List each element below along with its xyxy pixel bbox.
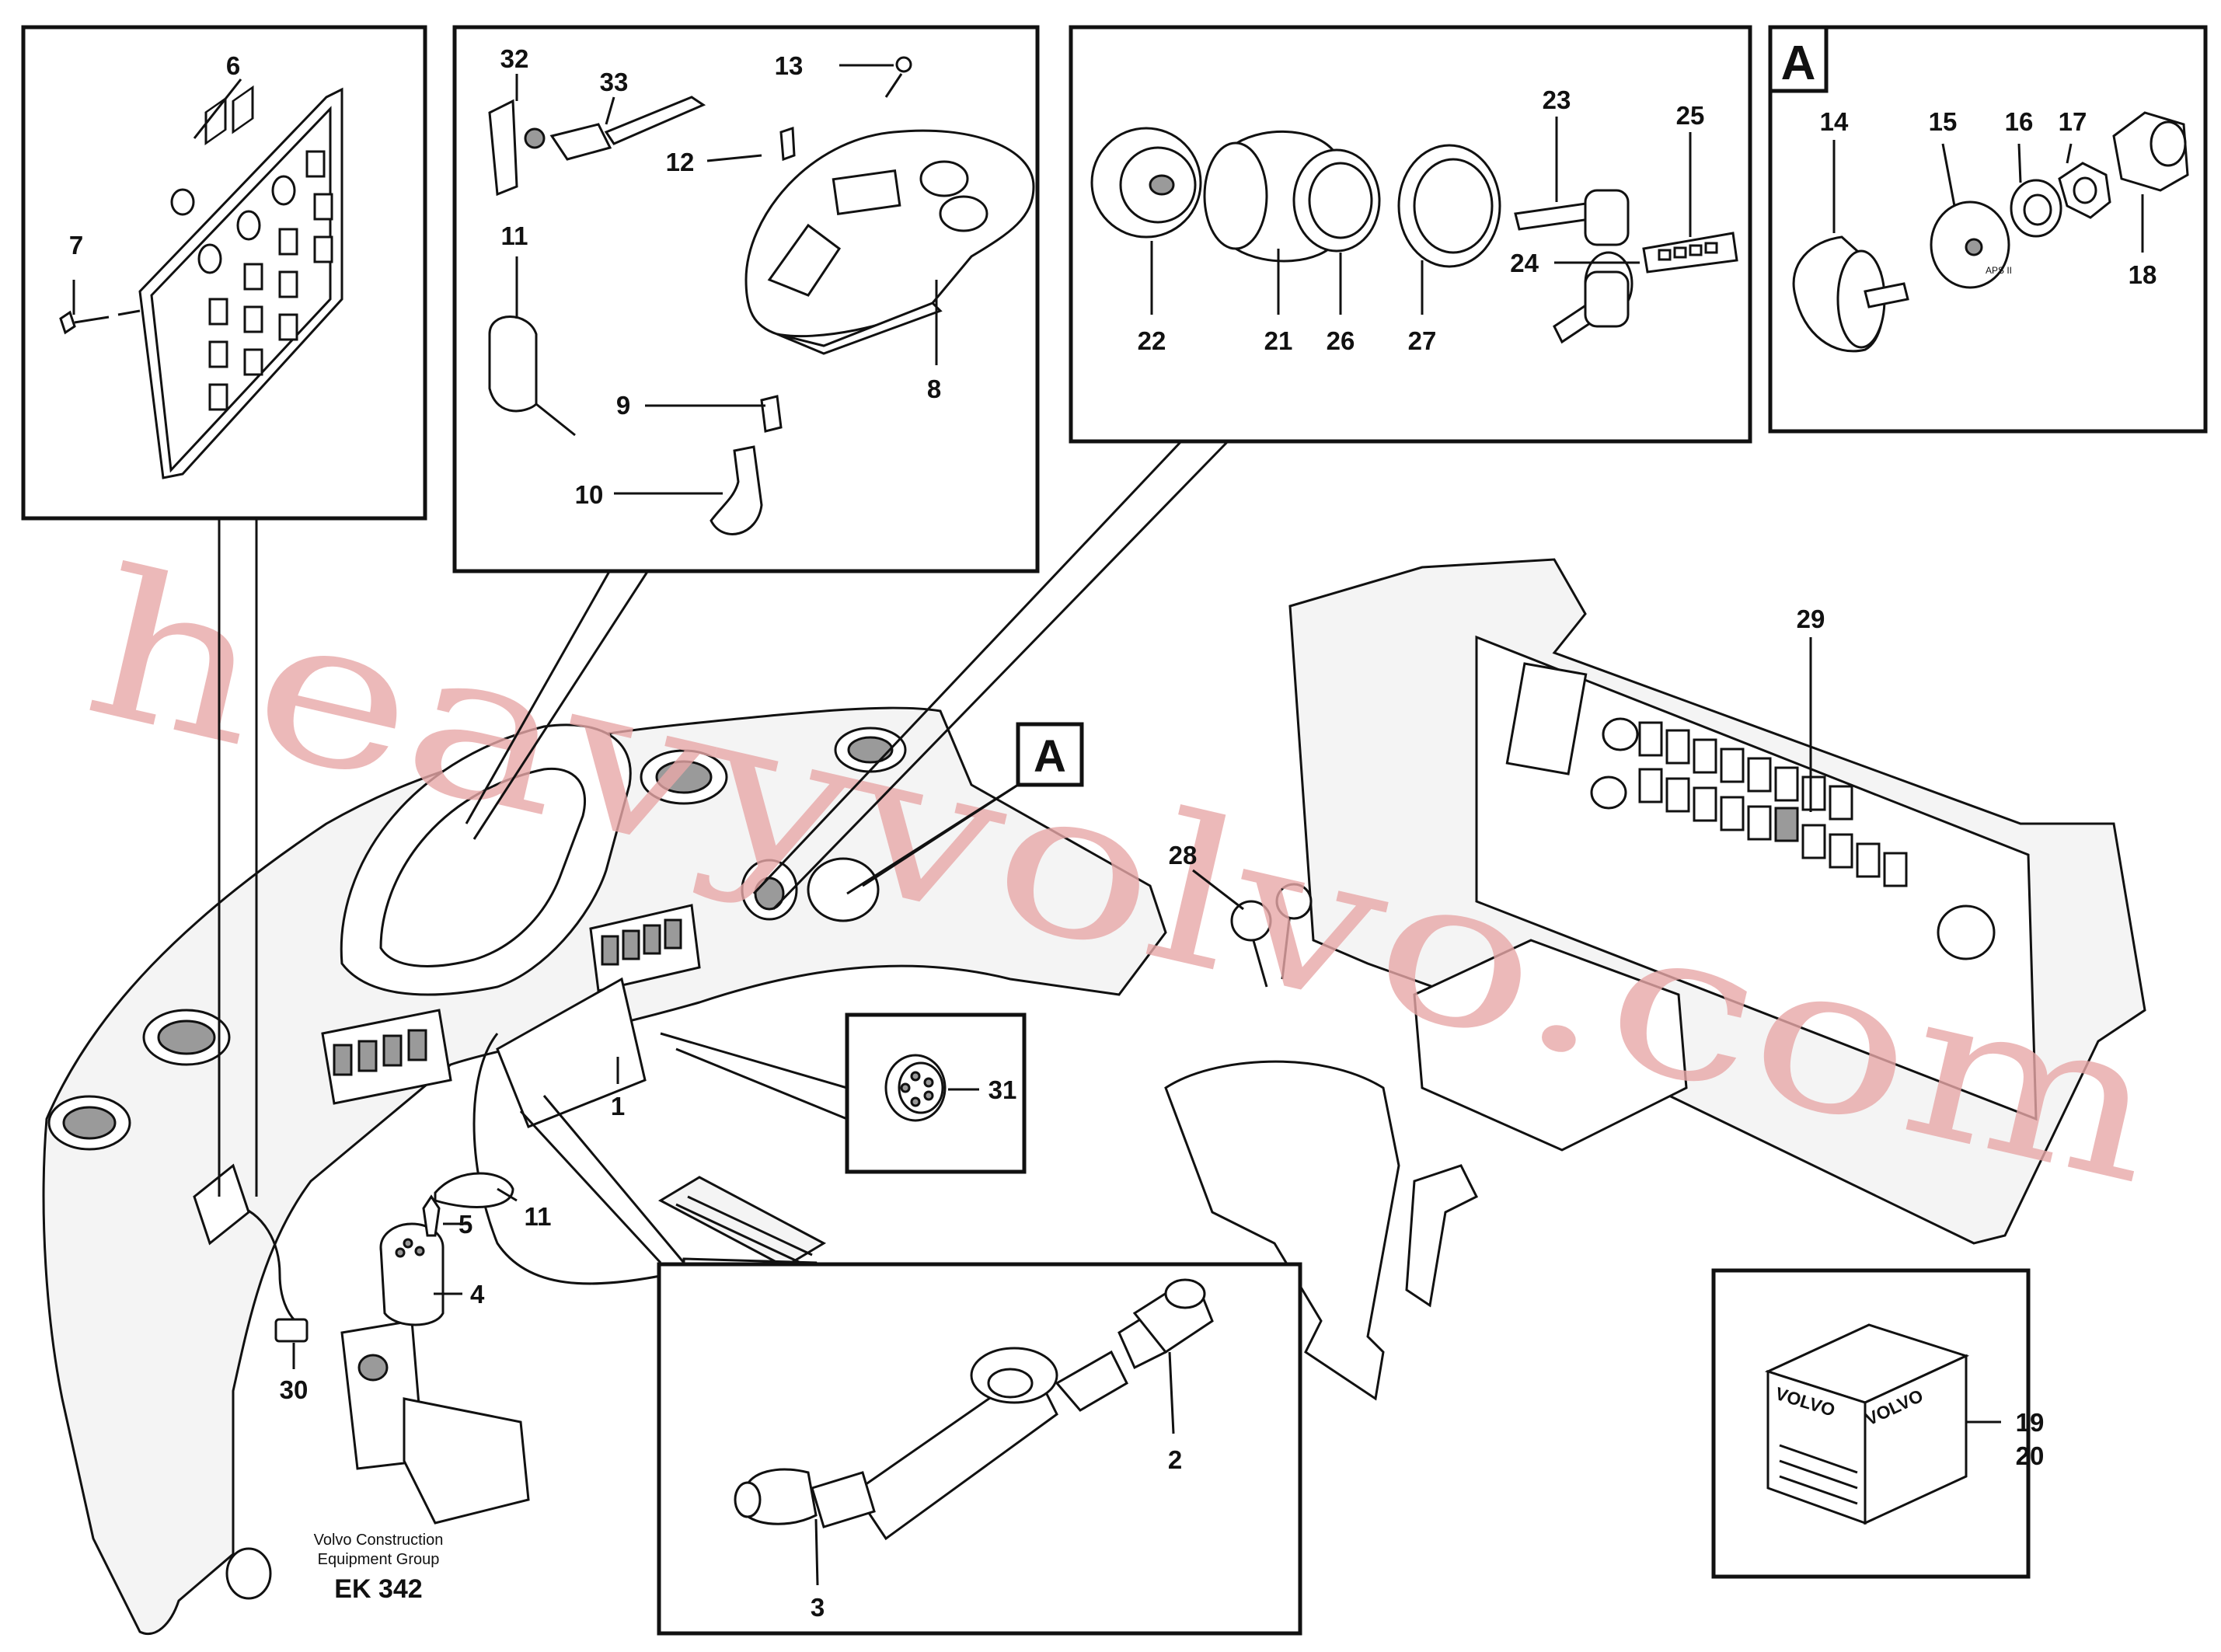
callout-32: 32 (500, 44, 529, 73)
footer-company-line2: Equipment Group (318, 1551, 440, 1568)
callout-25: 25 (1676, 101, 1705, 130)
callout-11-main: 11 (525, 1202, 552, 1231)
callout-2: 2 (1168, 1445, 1182, 1474)
detail-box-parts-kit: VOLVO VOLVO 19 20 (1711, 1268, 2045, 1579)
callout-20: 20 (2016, 1441, 2045, 1470)
callout-5: 5 (458, 1210, 472, 1239)
callout-31: 31 (988, 1075, 1017, 1104)
callout-21: 21 (1264, 326, 1293, 355)
rocker-switch-grid (1638, 721, 1908, 887)
callout-27: 27 (1408, 326, 1437, 355)
detail-box-a-rotary-switch: A APS II 14 15 16 17 18 (1768, 25, 2208, 434)
detail-a-title: A (1781, 37, 1816, 90)
callout-12: 12 (666, 148, 695, 176)
footer-company-line1: Volvo Construction (314, 1532, 444, 1549)
callout-28: 28 (1169, 841, 1198, 870)
callout-4: 4 (470, 1280, 485, 1309)
callout-9: 9 (616, 391, 630, 420)
callout-30: 30 (280, 1375, 309, 1404)
detail-a-pointer: A (1016, 722, 1084, 787)
footer-credit: Volvo Construction Equipment Group EK 34… (314, 1532, 444, 1604)
callout-19: 19 (2016, 1408, 2045, 1437)
callout-33: 33 (600, 68, 629, 96)
main-callouts: 29 28 1 5 4 11 30 (280, 605, 1825, 1404)
callout-8: 8 (927, 375, 941, 403)
callout-13: 13 (775, 51, 804, 80)
detail-box-connector: 31 (845, 1012, 1027, 1174)
callout-11-detail: 11 (501, 221, 528, 250)
detail-box-multifunction-switch: 2 3 (657, 1262, 1302, 1636)
callout-10: 10 (575, 480, 604, 509)
detail-box-keypad: 6 7 (21, 25, 427, 521)
callout-1: 1 (611, 1092, 625, 1121)
callout-18: 18 (2129, 260, 2157, 289)
callout-22: 22 (1138, 326, 1166, 355)
footer-drawing-code: EK 342 (334, 1574, 422, 1604)
callout-7: 7 (69, 231, 83, 260)
callout-24: 24 (1510, 249, 1539, 277)
aps-mark: APS II (1986, 265, 2012, 276)
callout-17: 17 (2059, 107, 2087, 136)
callout-29: 29 (1797, 605, 1825, 633)
callout-15: 15 (1929, 107, 1958, 136)
callout-3: 3 (811, 1593, 825, 1622)
callout-14: 14 (1820, 107, 1849, 136)
callout-26: 26 (1327, 326, 1355, 355)
detail-box-ignition-switch: 23 25 24 22 21 26 27 (1069, 25, 1752, 444)
callout-6: 6 (226, 51, 240, 80)
detail-a-reference-letter: A (1034, 731, 1066, 782)
detail-leader-lines (218, 440, 1229, 1264)
power-socket (340, 1194, 530, 1525)
switch-panel-left (321, 1009, 452, 1105)
detail-box-instrument-cluster: 32 33 13 12 11 8 9 10 (452, 25, 1040, 573)
switch-panel-center (589, 904, 701, 992)
right-side-console (1164, 558, 2146, 1401)
keypad-buttons (204, 85, 254, 145)
callout-16: 16 (2005, 107, 2034, 136)
callout-23: 23 (1543, 85, 1571, 114)
dashboard-assembly (42, 706, 1167, 1636)
